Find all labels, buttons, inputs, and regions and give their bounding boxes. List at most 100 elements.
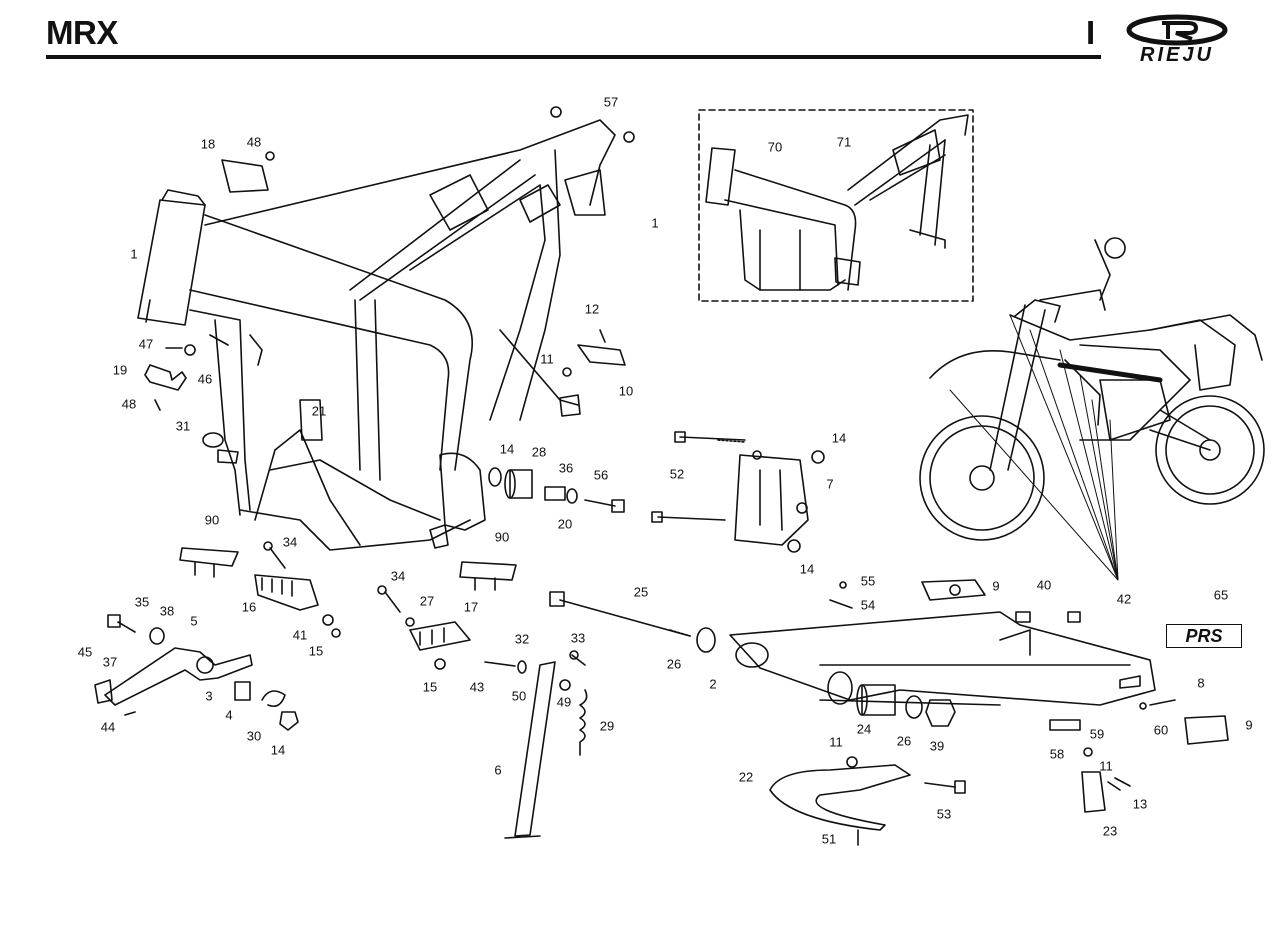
footrest-right (409, 561, 517, 651)
frame-steering-head (137, 189, 206, 326)
part-callout-6: 6 (494, 762, 501, 777)
part-callout-12: 12 (585, 301, 599, 316)
part-callout-18: 18 (201, 136, 215, 151)
spacer-parts (488, 467, 625, 513)
part-callout-47: 47 (139, 336, 153, 351)
part-callout-26: 26 (667, 656, 681, 671)
part-callout-22: 22 (739, 769, 753, 784)
part-callout-40: 40 (1037, 577, 1051, 592)
part-callout-57: 57 (604, 94, 618, 109)
part-callout-90: 90 (495, 529, 509, 544)
part-callout-70: 70 (768, 139, 782, 154)
part-callout-14: 14 (500, 441, 514, 456)
part-callout-46: 46 (198, 371, 212, 386)
part-callout-90: 90 (205, 512, 219, 527)
alternate-frame (705, 114, 969, 291)
part-callout-49: 49 (557, 694, 571, 709)
part-callout-60: 60 (1154, 722, 1168, 737)
part-callout-71: 71 (837, 134, 851, 149)
side-stand (504, 650, 588, 839)
part-callout-41: 41 (293, 627, 307, 642)
part-callout-11: 11 (829, 734, 843, 749)
engine-mount-plate (734, 450, 809, 546)
part-callout-53: 53 (937, 806, 951, 821)
part-callout-10: 10 (619, 383, 633, 398)
leader-lines-42 (949, 314, 1119, 581)
part-callout-45: 45 (78, 644, 92, 659)
part-callout-38: 38 (160, 603, 174, 618)
part-callout-7: 7 (826, 476, 833, 491)
part-callout-26: 26 (897, 733, 911, 748)
part-callout-20: 20 (558, 516, 572, 531)
part-callout-4: 4 (225, 707, 232, 722)
header-rule (46, 55, 1101, 59)
brand-wordmark: RIEJU (1140, 44, 1214, 66)
part-callout-54: 54 (861, 597, 875, 612)
part-callout-23: 23 (1103, 823, 1117, 838)
motorcycle-illustration (919, 237, 1265, 541)
alternate-frame-inset (698, 109, 974, 302)
part-callout-34: 34 (391, 568, 405, 583)
part-callout-9: 9 (1245, 717, 1252, 732)
part-callout-32: 32 (515, 631, 529, 646)
part-callout-14: 14 (271, 742, 285, 757)
part-callout-52: 52 (670, 466, 684, 481)
part-callout-16: 16 (242, 599, 256, 614)
part-callout-59: 59 (1090, 726, 1104, 741)
part-callout-28: 28 (532, 444, 546, 459)
part-callout-43: 43 (470, 679, 484, 694)
part-callout-56: 56 (594, 467, 608, 482)
part-callout-48: 48 (122, 396, 136, 411)
part-callout-17: 17 (464, 599, 478, 614)
part-callout-51: 51 (822, 831, 836, 846)
part-callout-9: 9 (992, 578, 999, 593)
part-callout-14: 14 (800, 561, 814, 576)
part-callout-8: 8 (1197, 675, 1204, 690)
part-callout-15: 15 (309, 643, 323, 658)
part-callout-25: 25 (634, 584, 648, 599)
part-callout-33: 33 (571, 630, 585, 645)
part-callout-27: 27 (420, 593, 434, 608)
part-callout-14: 14 (832, 430, 846, 445)
part-callout-65: 65 (1214, 587, 1228, 602)
part-callout-55: 55 (861, 573, 875, 588)
main-frame (189, 119, 616, 551)
part-callout-3: 3 (205, 688, 212, 703)
part-callout-34: 34 (283, 534, 297, 549)
part-callout-13: 13 (1133, 796, 1147, 811)
part-callout-19: 19 (113, 362, 127, 377)
part-callout-21: 21 (312, 403, 326, 418)
part-callout-15: 15 (423, 679, 437, 694)
part-callout-31: 31 (176, 418, 190, 433)
page-title: MRX (46, 14, 118, 51)
section-number: I (1086, 14, 1096, 51)
small-parts (144, 106, 1229, 813)
rieju-logo (1126, 14, 1228, 46)
part-callout-36: 36 (559, 460, 573, 475)
part-callout-44: 44 (101, 719, 115, 734)
part-callout-11: 11 (540, 351, 554, 366)
chain-guard (769, 764, 966, 831)
footrest-left (179, 547, 319, 611)
part-callout-35: 35 (135, 594, 149, 609)
prs-badge: PRS (1166, 624, 1242, 648)
part-callout-30: 30 (247, 728, 261, 743)
part-callout-50: 50 (512, 688, 526, 703)
part-callout-11: 11 (1099, 758, 1113, 773)
part-callout-42: 42 (1117, 591, 1131, 606)
part-callout-37: 37 (103, 654, 117, 669)
swing-arm (729, 611, 1156, 706)
part-callout-1: 1 (651, 215, 658, 230)
part-callout-39: 39 (930, 738, 944, 753)
part-callout-58: 58 (1050, 746, 1064, 761)
part-callout-2: 2 (709, 676, 716, 691)
part-callout-48: 48 (247, 134, 261, 149)
engine-bolts (651, 431, 746, 523)
part-callout-1: 1 (130, 246, 137, 261)
part-callout-29: 29 (600, 718, 614, 733)
brake-pedal (94, 614, 299, 731)
swingarm-axle (549, 591, 691, 637)
part-callout-24: 24 (857, 721, 871, 736)
